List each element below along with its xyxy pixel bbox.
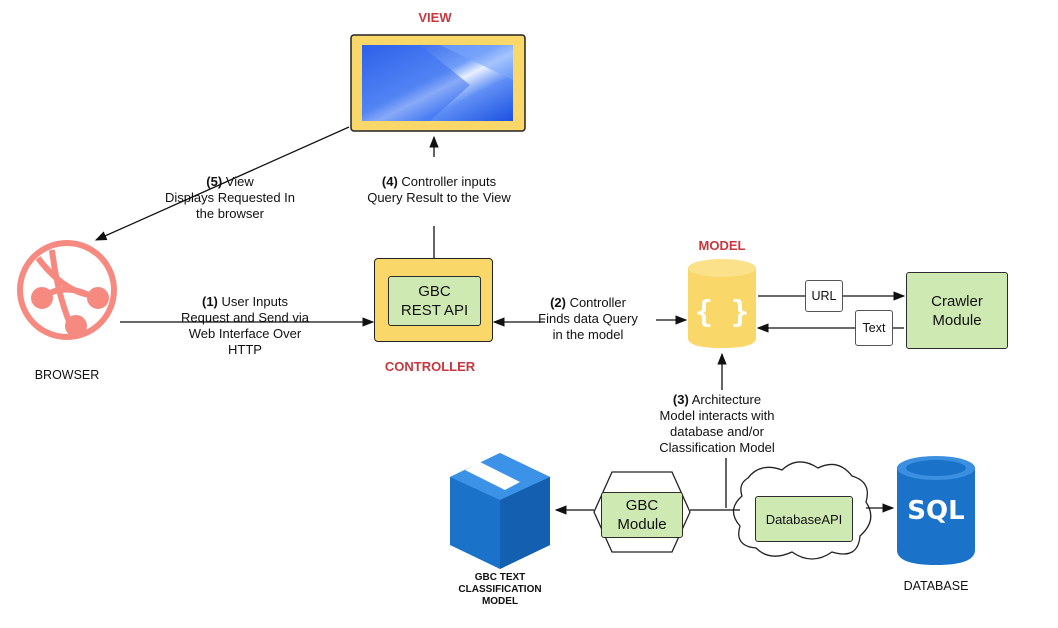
- step2-number: (2): [550, 295, 566, 310]
- view-screen-icon: [350, 34, 526, 132]
- gbc-module-box: GBC Module: [601, 492, 683, 538]
- svg-text:{ }: { }: [695, 295, 749, 330]
- step5-label: (5) View Displays Requested In the brows…: [150, 174, 310, 222]
- crawler-line1: Crawler: [931, 292, 983, 310]
- database-api-label: DatabaseAPI: [765, 511, 843, 527]
- step3-line2: Model interacts with: [659, 408, 775, 423]
- classification-line3: MODEL: [481, 596, 519, 607]
- url-label-box: URL: [805, 280, 843, 312]
- gbc-rest-api-line1: GBC: [418, 283, 451, 300]
- sql-icon-text: SQL: [907, 496, 965, 526]
- browser-caption: BROWSER: [34, 368, 100, 382]
- classification-line1: GBC TEXT: [474, 572, 526, 583]
- sql-database-icon: [897, 456, 975, 565]
- text-label-box: Text: [855, 310, 893, 346]
- step5-line3: the browser: [196, 206, 264, 221]
- step4-line1: Controller inputs: [397, 174, 497, 189]
- step2-line3: in the model: [552, 327, 624, 342]
- step1-line3: Web Interface Over: [188, 326, 302, 341]
- browser-globe-icon: [17, 240, 117, 340]
- step5-line2: Displays Requested In: [164, 190, 296, 205]
- step5-line1: View: [222, 174, 254, 189]
- gbc-module-line1: GBC: [625, 497, 659, 514]
- step3-line3: database and/or: [670, 424, 764, 439]
- model-database-icon: { }: [688, 259, 756, 348]
- gbc-rest-api-line2: REST API: [400, 302, 469, 319]
- arrow-view-to-browser: [94, 126, 350, 241]
- step1-line1: User Inputs: [217, 294, 288, 309]
- classification-cube-icon: [450, 453, 550, 569]
- classification-caption: GBC TEXT CLASSIFICATION MODEL: [430, 572, 570, 608]
- database-api-box: DatabaseAPI: [755, 496, 853, 542]
- step2-line1: Controller: [565, 295, 626, 310]
- url-label: URL: [811, 289, 837, 303]
- classification-line2: CLASSIFICATION: [458, 584, 542, 595]
- step3-line4: Classification Model: [659, 440, 775, 455]
- step2-line2: Finds data Query: [538, 311, 638, 326]
- step4-number: (4): [381, 174, 398, 189]
- text-label: Text: [862, 321, 886, 335]
- step1-number: (1): [202, 294, 218, 309]
- step4-label: (4) Controller inputs Query Result to th…: [354, 174, 524, 206]
- crawler-module-box: Crawler Module: [906, 272, 1008, 349]
- step1-label: (1) User Inputs Request and Send via Web…: [160, 294, 330, 358]
- step4-line2: Query Result to the View: [367, 190, 511, 205]
- step5-number: (5): [206, 174, 223, 189]
- step1-line4: HTTP: [228, 342, 262, 357]
- step3-number: (3): [672, 392, 689, 407]
- controller-title: CONTROLLER: [384, 359, 476, 374]
- step3-line1: Architecture: [688, 392, 762, 407]
- database-caption: DATABASE: [903, 579, 969, 593]
- step1-line2: Request and Send via: [181, 310, 309, 325]
- model-title: MODEL: [698, 238, 746, 253]
- crawler-line2: Module: [932, 311, 982, 329]
- step2-label: (2) Controller Finds data Query in the m…: [528, 295, 648, 343]
- gbc-module-line2: Module: [617, 516, 667, 533]
- view-title: VIEW: [418, 10, 452, 25]
- gbc-rest-api-box: GBC REST API: [388, 276, 481, 326]
- step3-label: (3) Architecture Model interacts with da…: [632, 392, 802, 456]
